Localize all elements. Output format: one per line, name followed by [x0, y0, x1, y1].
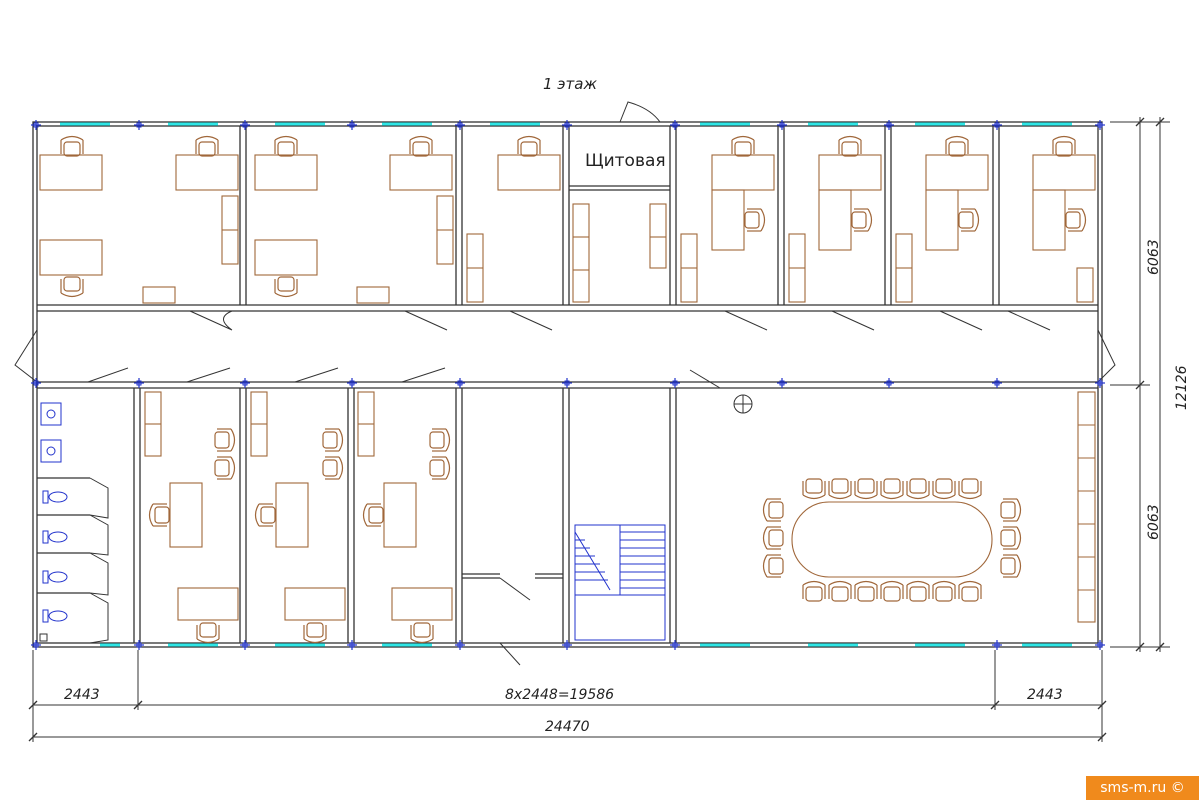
- doors: [14, 101, 1116, 666]
- column-posts: [30, 119, 1106, 651]
- dimension-lines: [32, 117, 1170, 742]
- dimension-right-total: 12126: [1174, 365, 1190, 410]
- dimension-right-bottom: 6063: [1146, 504, 1162, 540]
- dimension-right-top: 6063: [1146, 239, 1162, 275]
- dimension-total-width: 24470: [545, 719, 590, 735]
- floor-label: 1 этаж: [543, 75, 597, 93]
- dimension-ticks: [28, 117, 1165, 742]
- staircase: [574, 524, 666, 641]
- windows: [60, 122, 1072, 647]
- room-label-switchboard: Щитовая: [585, 151, 666, 171]
- dimension-bottom-left: 2443: [64, 687, 100, 703]
- dimension-bottom-middle: 8x2448=19586: [505, 687, 614, 703]
- dimension-bottom-right: 2443: [1027, 687, 1063, 703]
- desks-and-cabinets: [39, 154, 1096, 623]
- watermark-badge[interactable]: sms-m.ru ©: [1086, 776, 1199, 800]
- sanitary-fixtures: [39, 394, 753, 642]
